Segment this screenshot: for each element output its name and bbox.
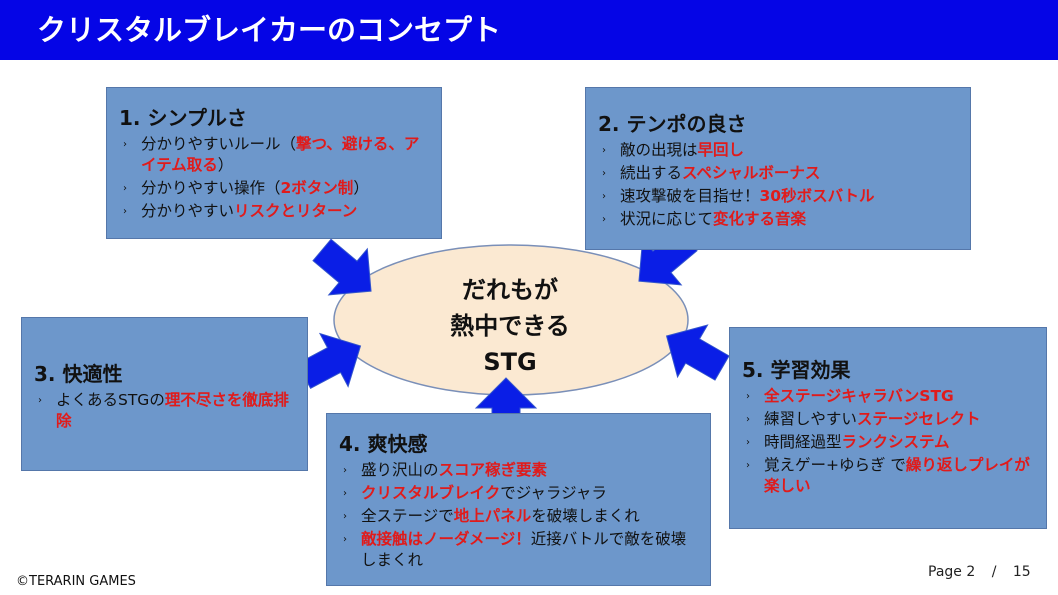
item-text: 続出する: [620, 164, 683, 182]
concept-box-exhilaration: 4. 爽快感 › 盛り沢山のスコア稼ぎ要素 › クリスタルブレイクでジャラジャラ › 全ス…: [326, 413, 711, 586]
highlight-text: リスクとリターン: [234, 202, 358, 220]
highlight-text: 変化する音楽: [713, 210, 807, 228]
box-item: › 全ステージキャラバンSTG: [742, 386, 1036, 407]
item-text: 分かりやすいルール（: [141, 135, 297, 153]
highlight-text: ステージセレクト: [856, 410, 981, 428]
bullet-icon: ›: [123, 183, 127, 194]
bullet-icon: ›: [343, 534, 347, 545]
item-text: ）: [217, 156, 234, 174]
item-text: 状況に応じて: [620, 210, 714, 228]
box-item: › 練習しやすいステージセレクト: [742, 409, 1036, 430]
arrow-from-box5-icon: [665, 324, 730, 381]
box-item: › 時間経過型ランクシステム: [742, 432, 1036, 453]
box-title: 4. 爽快感: [339, 432, 428, 456]
highlight-text: 撃つ、避ける、アイテム取る: [141, 135, 420, 174]
box-item: › 分かりやすいリスクとリターン: [119, 201, 429, 222]
highlight-text: 敵接触はノーダメージ！: [361, 530, 531, 548]
page-separator: /: [991, 564, 997, 580]
item-text: 近接バトルで敵を破壊しまくれ: [361, 530, 687, 569]
box-item: › 覚えゲー+ゆらぎ で繰り返しプレイが楽しい: [742, 455, 1036, 497]
item-text: 全ステージで: [361, 507, 454, 525]
item-text: 時間経過型: [764, 433, 842, 451]
bullet-icon: ›: [746, 437, 750, 448]
item-text: ）: [353, 179, 369, 197]
item-text: 敵の出現は: [620, 141, 698, 159]
box-item: › クリスタルブレイクでジャラジャラ: [339, 483, 698, 504]
bullet-icon: ›: [123, 206, 127, 217]
bullet-icon: ›: [38, 395, 42, 406]
box-item: › 分かりやすい操作（2ボタン制）: [119, 178, 429, 199]
box-item: › 敵接触はノーダメージ！近接バトルで敵を破壊しまくれ: [339, 529, 698, 571]
page-indicator: Page 2 / 15: [928, 564, 1031, 580]
box-title: 1. シンプルさ: [119, 106, 247, 130]
box-item-list: › 全ステージキャラバンSTG › 練習しやすいステージセレクト › 時間経過型ランクシス…: [742, 386, 1036, 497]
highlight-text: クリスタルブレイク: [361, 484, 501, 502]
box-item: › 全ステージで地上パネルを破壊しまくれ: [339, 506, 698, 527]
box-item-list: › 敵の出現は早回し › 続出するスペシャルボーナス › 速攻撃破を目指せ！30秒ボスバト…: [598, 140, 958, 230]
slide-title: クリスタルブレイカーのコンセプト: [37, 13, 502, 47]
bullet-icon: ›: [602, 214, 606, 225]
item-text: 練習しやすい: [764, 410, 857, 428]
arrow-from-box3-icon: [296, 332, 362, 390]
arrow-from-box1-icon: [312, 238, 372, 296]
center-line: 熱中できる: [450, 312, 570, 340]
highlight-text: スコア稼ぎ要素: [438, 461, 548, 479]
bullet-icon: ›: [343, 488, 347, 499]
item-text: よくあるSTGの: [56, 391, 165, 409]
bullet-icon: ›: [746, 460, 750, 471]
center-line: STG: [483, 348, 537, 376]
item-text: 盛り沢山の: [361, 461, 439, 479]
box-item: › よくあるSTGの理不尽さを徹底排除: [34, 390, 295, 432]
box-item-list: › 盛り沢山のスコア稼ぎ要素 › クリスタルブレイクでジャラジャラ › 全ステージで地上パ…: [339, 460, 698, 571]
highlight-text: 理不尽さを徹底排除: [56, 391, 289, 430]
box-title: 2. テンポの良さ: [598, 112, 747, 136]
bullet-icon: ›: [746, 391, 750, 402]
highlight-text: スペシャルボーナス: [682, 164, 821, 182]
center-line: だれもが: [462, 276, 558, 304]
box-item: › 速攻撃破を目指せ！30秒ボスバトル: [598, 186, 958, 207]
highlight-text: 繰り返しプレイが楽しい: [764, 456, 1030, 495]
box-item: › 状況に応じて変化する音楽: [598, 209, 958, 230]
box-item: › 敵の出現は早回し: [598, 140, 958, 161]
highlight-text: ランクシステム: [841, 433, 950, 451]
bullet-icon: ›: [746, 414, 750, 425]
page-total: 15: [1012, 564, 1031, 580]
bullet-icon: ›: [123, 139, 127, 150]
concept-box-tempo: 2. テンポの良さ › 敵の出現は早回し › 続出するスペシャルボーナス › 速攻撃破を目…: [585, 87, 971, 250]
highlight-text: 全ステージキャラバンSTG: [764, 387, 954, 405]
copyright-text: ©TERARIN GAMES: [16, 574, 136, 589]
item-text: 速攻撃破を目指せ！: [620, 187, 760, 205]
bullet-icon: ›: [602, 168, 606, 179]
highlight-text: 地上パネル: [453, 507, 532, 525]
bullet-icon: ›: [602, 145, 606, 156]
concept-box-comfort: 3. 快適性 › よくあるSTGの理不尽さを徹底排除: [21, 317, 308, 471]
concept-box-learning: 5. 学習効果 › 全ステージキャラバンSTG › 練習しやすいステージセレクト › 時間…: [729, 327, 1047, 529]
item-text: 分かりやすい: [141, 202, 235, 220]
item-text: 分かりやすい操作（: [141, 179, 281, 197]
box-item: › 盛り沢山のスコア稼ぎ要素: [339, 460, 698, 481]
bullet-icon: ›: [343, 465, 347, 476]
item-text: を破壊しまくれ: [531, 507, 640, 525]
bullet-icon: ›: [602, 191, 606, 202]
center-concept-text: だれもが 熱中できる STG: [420, 272, 600, 380]
box-item: › 続出するスペシャルボーナス: [598, 163, 958, 184]
box-item-list: › よくあるSTGの理不尽さを徹底排除: [34, 390, 295, 432]
highlight-text: 30秒ボスバトル: [759, 187, 875, 205]
box-title: 3. 快適性: [34, 362, 123, 386]
bullet-icon: ›: [343, 511, 347, 522]
item-text: でジャラジャラ: [500, 484, 607, 502]
box-item: › 分かりやすいルール（撃つ、避ける、アイテム取る）: [119, 134, 429, 176]
slide-title-bar: クリスタルブレイカーのコンセプト: [0, 0, 1058, 60]
highlight-text: 2ボタン制: [280, 179, 354, 197]
page-label: Page 2: [928, 564, 976, 580]
highlight-text: 早回し: [697, 141, 745, 159]
box-item-list: ›分かりやすいルール（撃つ、避ける、アイテム取る）›分かりやすい操作（2ボタン制…: [119, 134, 429, 222]
concept-box-simplicity: 1. シンプルさ ›分かりやすいルール（撃つ、避ける、アイテム取る）›分かりやす…: [106, 87, 442, 239]
box-title: 5. 学習効果: [742, 358, 851, 382]
item-text: 覚えゲー+ゆらぎ で: [764, 456, 906, 474]
